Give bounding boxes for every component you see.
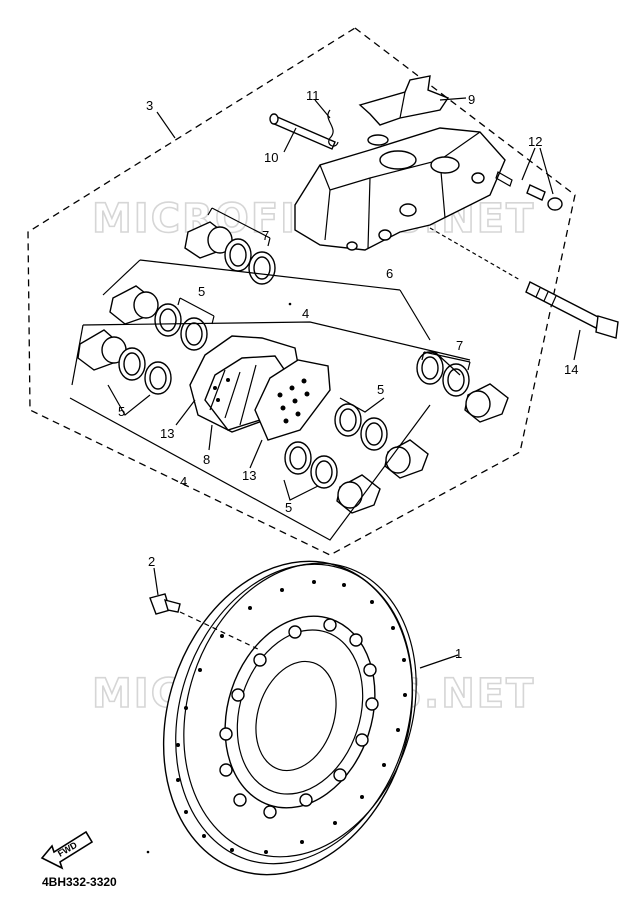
callout-5-right: 5 (377, 382, 384, 397)
callout-8: 8 (203, 452, 210, 467)
callout-3: 3 (146, 98, 153, 113)
callout-12: 12 (528, 134, 542, 149)
callout-7-upper: 7 (262, 228, 269, 243)
callout-7-right: 7 (456, 338, 463, 353)
brake-disc (162, 560, 417, 876)
pad-spring (358, 75, 450, 126)
callout-5-left: 5 (118, 404, 125, 419)
callout-1: 1 (455, 646, 462, 661)
caliper-assembly-outline (27, 27, 576, 556)
dot-mark (288, 302, 292, 306)
pad-pin (269, 113, 336, 150)
disc-holes (176, 580, 407, 854)
disc-bolt-axis (179, 611, 261, 651)
callout-2: 2 (148, 554, 155, 569)
bleed-screw (495, 171, 563, 211)
callout-5-lower: 5 (285, 500, 292, 515)
dot-mark (146, 850, 150, 854)
callout-4-upper: 4 (302, 306, 309, 321)
seal-rings (118, 238, 470, 489)
callout-14: 14 (564, 362, 578, 377)
callout-4-lower: 4 (180, 474, 187, 489)
callout-13-right: 13 (242, 468, 256, 483)
disc-rivets (219, 618, 379, 819)
callout-6: 6 (386, 266, 393, 281)
callout-10: 10 (264, 150, 278, 165)
callout-9: 9 (468, 92, 475, 107)
pin-clip (327, 109, 339, 147)
piston-set (77, 221, 509, 514)
callout-5-upper: 5 (198, 284, 205, 299)
caliper-body (294, 127, 506, 251)
callout-11: 11 (306, 88, 320, 103)
bolt-axis (429, 227, 521, 281)
callout-13-left: 13 (160, 426, 174, 441)
brake-pads (189, 335, 331, 441)
disc-bolt (149, 593, 181, 615)
caliper-bolt (525, 281, 619, 339)
fwd-arrow-icon: FWD (40, 830, 94, 870)
leader-lines (69, 97, 581, 669)
diagram-code: 4BH332-3320 (42, 875, 117, 889)
